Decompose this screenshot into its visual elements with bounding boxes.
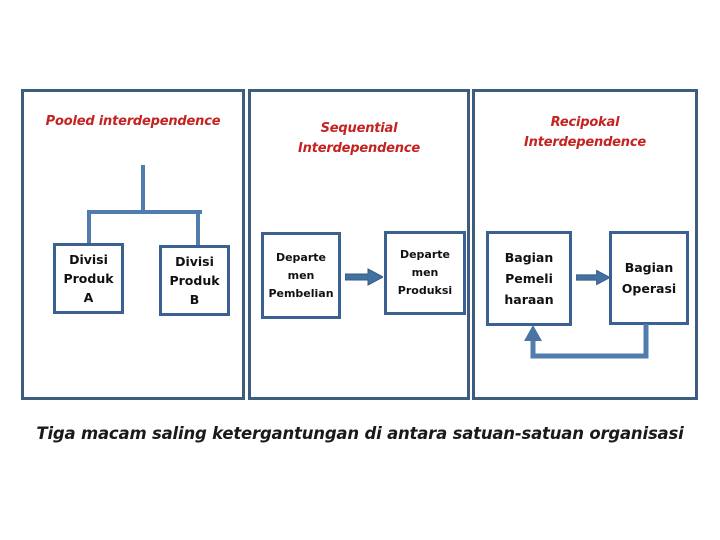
box-bagian-operasi: Bagian Operasi	[609, 231, 689, 325]
box-divisi-produk-b: Divisi Produk B	[159, 245, 230, 316]
box-divisi-produk-a: Divisi Produk A	[53, 243, 124, 314]
tree-drop-line-left	[87, 210, 91, 246]
feedback-loop-arrow-icon	[521, 323, 653, 365]
panel-sequential-interdependence: Sequential Interdependence Departe men P…	[248, 89, 470, 400]
tree-stem-line	[141, 165, 145, 214]
right-arrow-icon	[575, 269, 611, 286]
box-departemen-pembelian: Departe men Pembelian	[261, 232, 341, 319]
panel-pooled-interdependence: Pooled interdependence Divisi Produk A D…	[21, 89, 245, 400]
tree-drop-line-right	[196, 210, 200, 248]
panel-title-recipokal: Recipokal Interdependence	[524, 115, 646, 150]
tree-horizontal-line	[87, 210, 202, 214]
box-bagian-pemeliharaan: Bagian Pemeli haraan	[486, 231, 572, 326]
panel-title-pooled: Pooled interdependence	[45, 114, 221, 129]
slide-caption: Tiga macam saling ketergantungan di anta…	[36, 424, 684, 443]
panel-title-sequential: Sequential Interdependence	[298, 121, 420, 156]
panel-recipokal-interdependence: Recipokal Interdependence Bagian Pemeli …	[472, 89, 698, 400]
right-arrow-icon	[344, 268, 385, 286]
box-departemen-produksi: Departe men Produksi	[384, 231, 466, 315]
